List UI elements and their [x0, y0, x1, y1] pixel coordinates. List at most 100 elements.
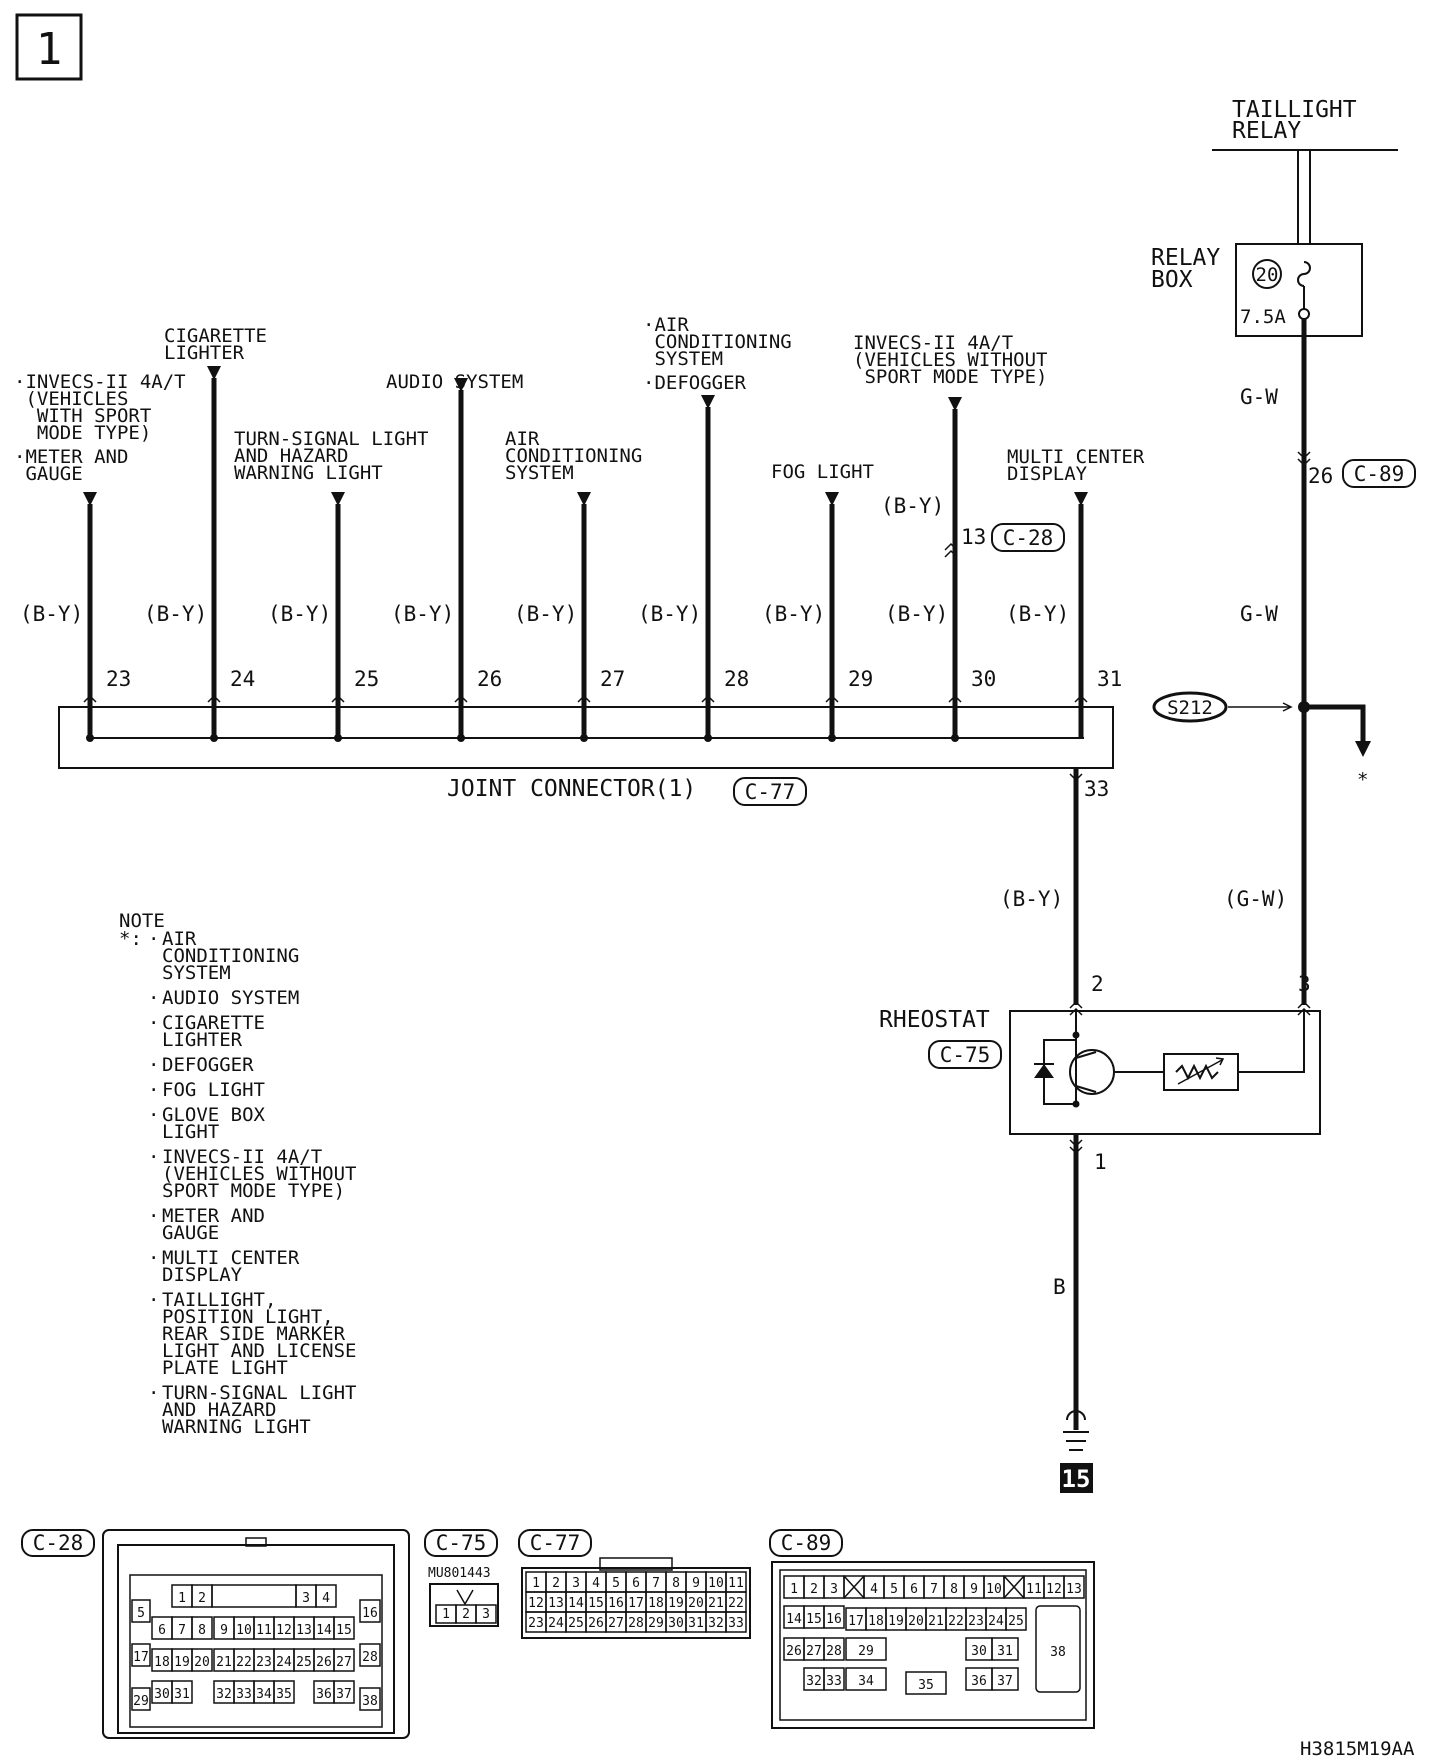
note-item-line: WARNING LIGHT	[162, 1416, 311, 1438]
branch-31: (B-Y)31	[1006, 492, 1122, 738]
note-item-line: PLATE LIGHT	[162, 1357, 288, 1379]
branch-pin-26: 26	[477, 667, 502, 691]
c28-pin: 5	[137, 1606, 145, 1621]
c28-pin: 18	[154, 1655, 170, 1670]
note-item-line: TAILLIGHT,	[162, 1289, 276, 1311]
c89-pin: 29	[858, 1644, 874, 1659]
c77-pin: 17	[628, 1596, 644, 1611]
c28-pin: 38	[362, 1694, 378, 1709]
connector-tag-c28	[991, 523, 1065, 552]
dest-27-line-3: SYSTEM	[505, 462, 574, 484]
joint-output-color: (B-Y)	[1000, 887, 1063, 911]
note-item-line: DISPLAY	[162, 1264, 243, 1286]
supply-wire: G-W 26 C-89 G-W S212 * (G-W)	[1152, 319, 1416, 1005]
c28-pin: 24	[276, 1655, 292, 1670]
branch-color-26: (B-Y)	[391, 602, 454, 626]
c77-pin: 13	[548, 1596, 564, 1611]
c77-pin: 18	[648, 1596, 664, 1611]
note-item-line: CONDITIONING	[162, 945, 299, 967]
c28-pin: 9	[220, 1623, 228, 1638]
branch-destinations: ·INVECS-II 4A/T (VEHICLES WITH SPORT MOD…	[14, 314, 1145, 485]
branch-26: (B-Y) 26	[391, 378, 502, 742]
c28-pin: 20	[194, 1655, 210, 1670]
note-item-line: GLOVE BOX	[162, 1104, 266, 1126]
joint-connector-label: JOINT CONNECTOR(1)	[447, 776, 696, 802]
fuse-number: 20	[1256, 264, 1279, 286]
c77-pin: 19	[668, 1596, 684, 1611]
dest-31-line-1: MULTI CENTER	[1007, 446, 1145, 468]
c89-pin: 28	[826, 1644, 842, 1659]
note-item: ·DEFOGGER	[148, 1054, 254, 1076]
c89-pin: 7	[930, 1582, 938, 1597]
c28-pin: 31	[174, 1687, 190, 1702]
connector-c77-code: C-77	[530, 1531, 581, 1555]
c28-pin: 7	[178, 1623, 186, 1638]
c77-pin: 22	[728, 1596, 744, 1611]
section-number: 1	[15, 13, 83, 81]
branch-arrow-icon	[948, 397, 962, 411]
fuse-rating: 7.5A	[1240, 306, 1286, 328]
c77-pin: 10	[708, 1576, 724, 1591]
c89-pin: 9	[970, 1582, 978, 1597]
c77-pin: 21	[708, 1596, 724, 1611]
branch-color-29: (B-Y)	[762, 602, 825, 626]
connector-c28-code: C-28	[33, 1531, 84, 1555]
branch-27: (B-Y)27	[514, 492, 625, 742]
dest-27-line-1: AIR	[505, 428, 540, 450]
c28-pin: 37	[336, 1687, 352, 1702]
splice-s212-tag	[1152, 691, 1228, 723]
c89-pin: 33	[826, 1674, 842, 1689]
dest-23-line-3: WITH SPORT	[14, 405, 151, 427]
c28-pin: 21	[216, 1655, 232, 1670]
branch-25: (B-Y)25	[268, 492, 379, 742]
c77-pin: 7	[652, 1576, 660, 1591]
c89-pin: 14	[786, 1612, 802, 1627]
branch-pin-28: 28	[724, 667, 749, 691]
c89-pin: 38	[1050, 1645, 1066, 1660]
c75-pin: 1	[442, 1607, 450, 1622]
dest-28-line-3: SYSTEM	[643, 348, 723, 370]
c77-pin: 15	[588, 1596, 604, 1611]
connector-c89-code: C-89	[781, 1531, 832, 1555]
c89-pin: 11	[1026, 1582, 1042, 1597]
c89-pin: 21	[928, 1614, 944, 1629]
c89-pin: 6	[910, 1582, 918, 1597]
wire-color-mid: G-W	[1240, 602, 1278, 626]
note-bullet: ·	[148, 1289, 159, 1311]
ground-point-number: 15	[1062, 1465, 1091, 1493]
branch-23: (B-Y)23	[20, 492, 131, 742]
note-bullet: ·	[148, 987, 159, 1009]
branch-30-upper-color: (B-Y)	[881, 494, 944, 518]
c77-pin: 33	[728, 1616, 744, 1631]
figure-code: H3815M19AA	[1300, 1738, 1415, 1760]
diode-icon	[1034, 1064, 1054, 1078]
branch-pin-29: 29	[848, 667, 873, 691]
c89-pin: 36	[971, 1674, 987, 1689]
c28-pin: 16	[362, 1606, 378, 1621]
branch-arrow-icon	[207, 366, 221, 380]
rheostat-pin-3: 3	[1298, 972, 1311, 996]
c77-pin: 24	[548, 1616, 564, 1631]
c77-pin: 12	[528, 1596, 544, 1611]
dest-28-line-1: ·AIR	[643, 314, 689, 336]
branch-color-30: (B-Y)	[885, 602, 948, 626]
dest-25-line-2: AND HAZARD	[234, 445, 348, 467]
pin-26: 26	[1308, 464, 1333, 488]
note-item-line: LIGHT AND LICENSE	[162, 1340, 356, 1362]
dest-25-line-1: TURN-SIGNAL LIGHT	[234, 428, 428, 450]
branch-wires: (B-Y)23(B-Y)24(B-Y)25(B-Y)26(B-Y)27(B-Y)…	[20, 366, 1122, 742]
connector-mark	[1297, 451, 1311, 467]
rheostat-body	[1009, 1010, 1321, 1135]
branch-arrow-icon	[577, 492, 591, 506]
note-bullet: ·	[148, 1012, 159, 1034]
dest-28-line-2: CONDITIONING	[643, 331, 792, 353]
connector-c89-tag	[769, 1529, 843, 1557]
dest-27-line-2: CONDITIONING	[505, 445, 642, 467]
c28-pin: 14	[316, 1623, 332, 1638]
dest-30-line-1: INVECS-II 4A/T	[853, 332, 1013, 354]
connector-tag-c77	[733, 777, 807, 806]
